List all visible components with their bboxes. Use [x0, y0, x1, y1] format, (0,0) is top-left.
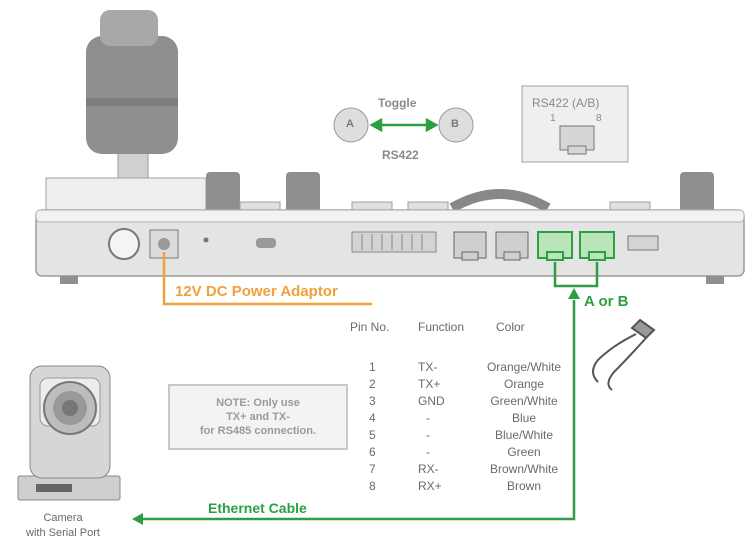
camera-caption: Camera with Serial Port	[8, 511, 118, 541]
ethernet-cable-label: Ethernet Cable	[208, 500, 307, 516]
pin-row-6-function: -	[426, 445, 430, 459]
toggle-protocol-label: RS422	[382, 148, 419, 162]
indicator-dot-icon	[203, 237, 209, 243]
pin-row-3-color: Green/White	[490, 394, 558, 408]
pin-row-5-function: -	[426, 428, 430, 442]
pin-row-4-function: -	[426, 411, 430, 425]
rs422-pin-last: 8	[596, 113, 602, 124]
pin-row-1-function: TX-	[418, 360, 438, 374]
rj45-port-a-icon	[537, 231, 573, 261]
power-adaptor-label: 12V DC Power Adaptor	[175, 283, 338, 300]
pin-row-2-pin: 2	[369, 377, 376, 391]
pin-row-2-color: Orange	[503, 377, 545, 391]
toggle-arrow-icon	[369, 117, 439, 133]
crimper-tool-icon	[592, 318, 656, 391]
pin-row-3-function: GND	[418, 394, 445, 408]
pinout-header-pin: Pin No.	[350, 320, 390, 334]
ethernet-arrow-left-icon	[132, 513, 143, 525]
ethernet-arrow-up-icon	[568, 288, 580, 299]
pin-row-8-color: Brown	[506, 479, 541, 493]
pin-row-5-color: Blue/White	[494, 428, 554, 442]
controller-body	[35, 172, 745, 284]
rs422-box	[521, 85, 629, 163]
power-cable-line	[162, 252, 372, 306]
pin-row-1-pin: 1	[369, 360, 376, 374]
note-line-2: TX+ and TX-	[226, 411, 290, 423]
toggle-a-circle	[333, 107, 369, 143]
usb-port-icon	[256, 238, 276, 248]
pin-row-1-color: Orange/White	[486, 360, 562, 374]
pin-row-6-pin: 6	[369, 445, 376, 459]
pin-row-7-pin: 7	[369, 462, 376, 476]
port-select-bracket	[553, 262, 599, 288]
rj45-port-1-icon	[453, 231, 487, 261]
note-line-3: for RS485 connection.	[199, 425, 317, 437]
pin-row-8-function: RX+	[418, 479, 442, 493]
joystick-icon	[86, 10, 178, 186]
usb-a-port-icon	[627, 235, 659, 251]
rj45-port-b-icon	[579, 231, 615, 261]
port-select-label: A or B	[584, 293, 629, 310]
pin-row-2-function: TX+	[418, 377, 441, 391]
camera-caption-line-2: with Serial Port	[26, 527, 100, 539]
toggle-b-label: B	[451, 118, 459, 130]
toggle-title: Toggle	[378, 96, 417, 110]
pin-row-7-color: Brown/White	[489, 462, 559, 476]
power-switch-icon	[108, 228, 140, 260]
pin-row-7-function: RX-	[418, 462, 439, 476]
terminal-block-icon	[351, 231, 437, 253]
pin-row-6-color: Green	[507, 445, 541, 459]
pin-row-3-pin: 3	[369, 394, 376, 408]
note-line-1: NOTE: Only use	[216, 397, 300, 409]
camera-caption-line-1: Camera	[43, 512, 83, 524]
pin-row-5-pin: 5	[369, 428, 376, 442]
pinout-header-function: Function	[418, 320, 465, 334]
rs422-pin-first: 1	[550, 113, 556, 124]
pin-row-4-pin: 4	[369, 411, 376, 425]
rs422-box-title: RS422 (A/B)	[532, 96, 600, 110]
toggle-a-label: A	[346, 118, 354, 130]
ethernet-cable-line	[140, 300, 576, 521]
pin-row-4-color: Blue	[511, 411, 537, 425]
toggle-b-circle	[438, 107, 474, 143]
rs485-note: NOTE: Only use TX+ and TX- for RS485 con…	[168, 384, 348, 450]
pin-row-8-pin: 8	[369, 479, 376, 493]
ptz-camera-icon	[17, 365, 121, 501]
pinout-header-color: Color	[496, 320, 525, 334]
rj45-port-2-icon	[495, 231, 529, 261]
